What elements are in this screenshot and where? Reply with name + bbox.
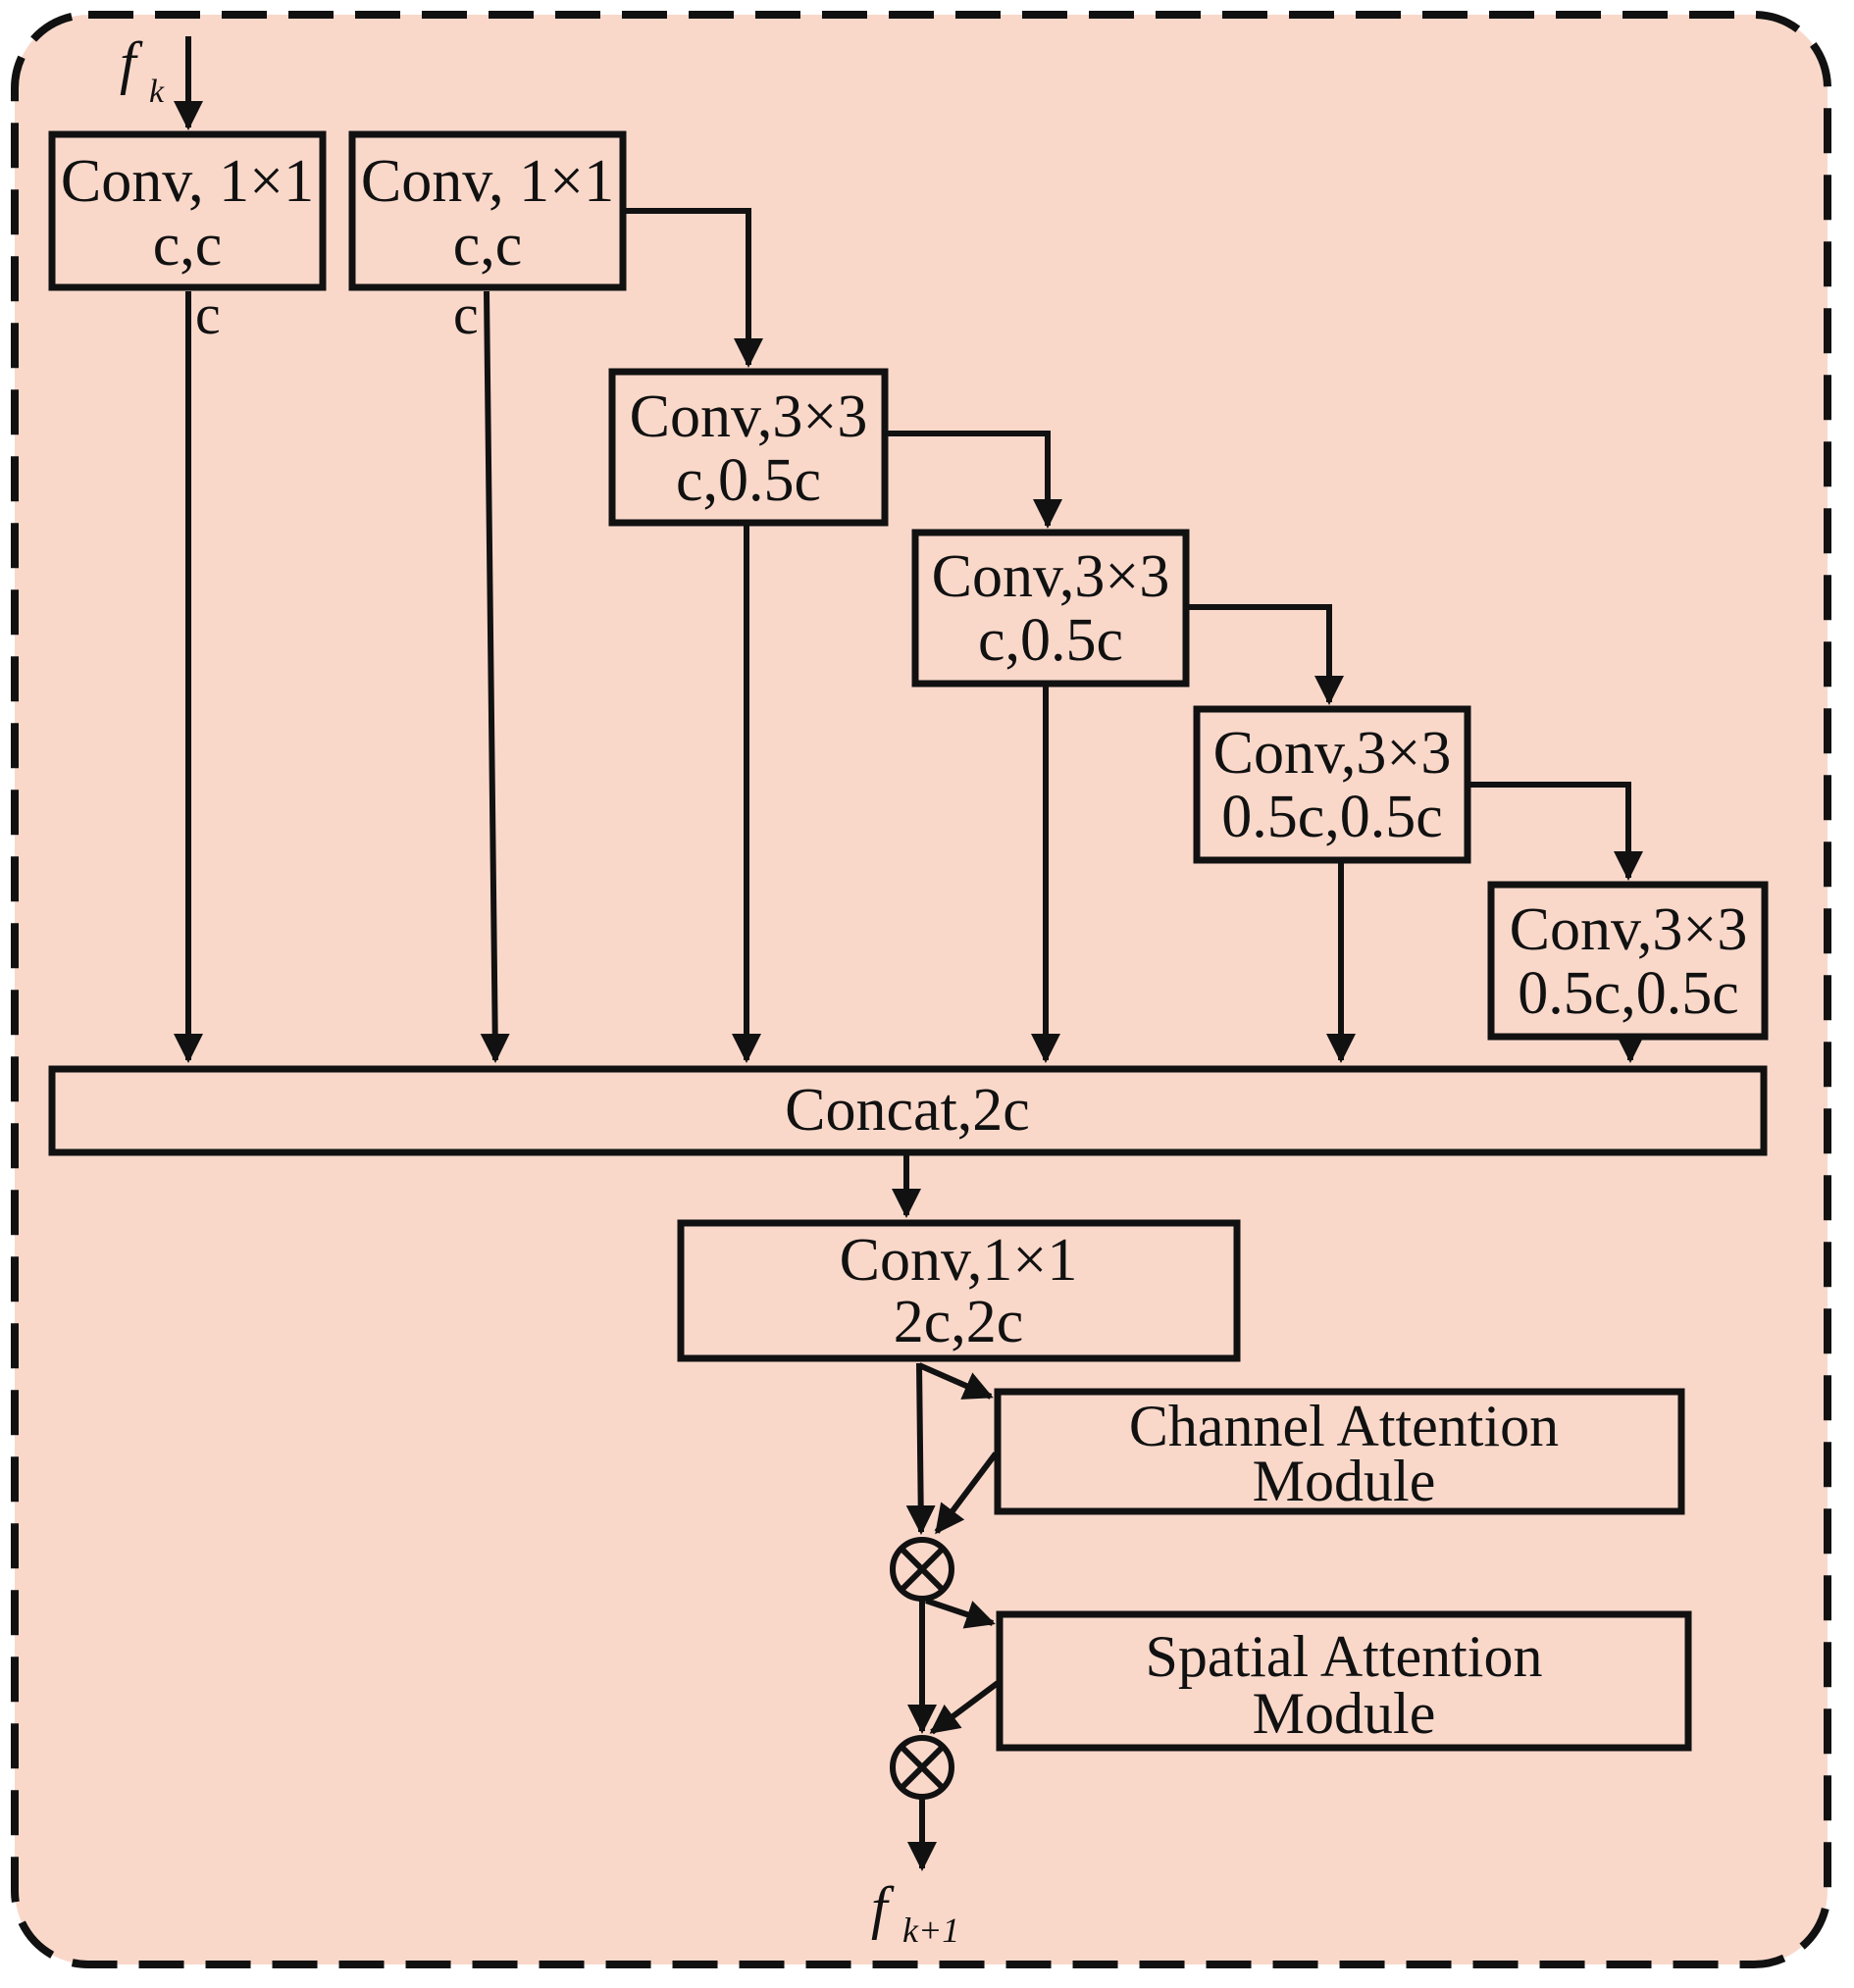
conv3x3-block-2-channels: c,0.5c — [978, 607, 1123, 674]
conv3x3-block-2: Conv,3×3 c,0.5c — [911, 529, 1190, 688]
fuse-conv-channels: 2c,2c — [894, 1289, 1024, 1355]
conv3x3-block-4-channels: 0.5c,0.5c — [1518, 960, 1739, 1027]
conv3x3-block-1-title: Conv,3×3 — [630, 383, 868, 450]
fuse-conv1x1-block: Conv,1×1 2c,2c — [677, 1219, 1241, 1362]
connector-block4-to-block5 — [1186, 604, 1344, 705]
connector-block5-to-block6 — [1468, 782, 1643, 881]
channel-attention-title: Channel Attention — [1129, 1394, 1559, 1458]
conv1x1-block-2: Conv, 1×1 c,c — [348, 130, 627, 291]
spatial-attention-module: Spatial Attention Module — [996, 1610, 1692, 1752]
conv3x3-block-4-title: Conv,3×3 — [1510, 896, 1748, 963]
trunk-to-channel-attention — [917, 1362, 994, 1400]
channel-attention-module: Channel Attention Module — [994, 1388, 1685, 1515]
input-label-subscript: k — [149, 74, 165, 110]
block-1-output-channels-label: c — [195, 282, 221, 346]
spatial-attention-title: Spatial Attention — [1146, 1624, 1543, 1689]
channel-attention-subtitle: Module — [1253, 1449, 1436, 1513]
conv3x3-block-4: Conv,3×3 0.5c,0.5c — [1487, 881, 1769, 1041]
conv3x3-block-3-title: Conv,3×3 — [1213, 720, 1452, 787]
spatial-attention-to-multiply-2 — [929, 1680, 1000, 1735]
conv1x1-block-1-title: Conv, 1×1 — [61, 148, 314, 215]
conv1x1-block-1-channels: c,c — [153, 212, 223, 279]
conv1x1-block-2-channels: c,c — [453, 212, 523, 279]
block-2-output-channels-label: c — [453, 282, 479, 346]
connector-block2-to-block3 — [623, 208, 763, 368]
conv3x3-block-1: Conv,3×3 c,0.5c — [608, 368, 889, 527]
conv3x3-block-1-channels: c,0.5c — [676, 447, 821, 514]
conv1x1-block-1: Conv, 1×1 c,c — [48, 130, 327, 291]
conv3x3-block-3: Conv,3×3 0.5c,0.5c — [1193, 705, 1471, 864]
conv3x3-block-3-channels: 0.5c,0.5c — [1221, 784, 1443, 850]
outer-dashed-container — [11, 11, 1831, 1968]
concat-block: Concat,2c — [48, 1065, 1768, 1156]
conv3x3-block-2-title: Conv,3×3 — [932, 543, 1170, 610]
concat-label: Concat,2c — [785, 1077, 1030, 1144]
connector-block3-to-block4 — [885, 431, 1062, 529]
conv1x1-block-2-title: Conv, 1×1 — [361, 148, 614, 215]
branch-arrow-2 — [480, 290, 510, 1063]
channel-attention-to-multiply-1 — [934, 1452, 999, 1535]
spatial-attention-subtitle: Module — [1253, 1681, 1436, 1746]
trunk-to-multiply-1 — [905, 1362, 936, 1535]
multiply-1-to-spatial-attention — [925, 1598, 996, 1629]
multiply-operator-2 — [890, 1735, 954, 1800]
fuse-conv-title: Conv,1×1 — [840, 1227, 1078, 1294]
output-label-subscript: k+1 — [902, 1911, 959, 1950]
